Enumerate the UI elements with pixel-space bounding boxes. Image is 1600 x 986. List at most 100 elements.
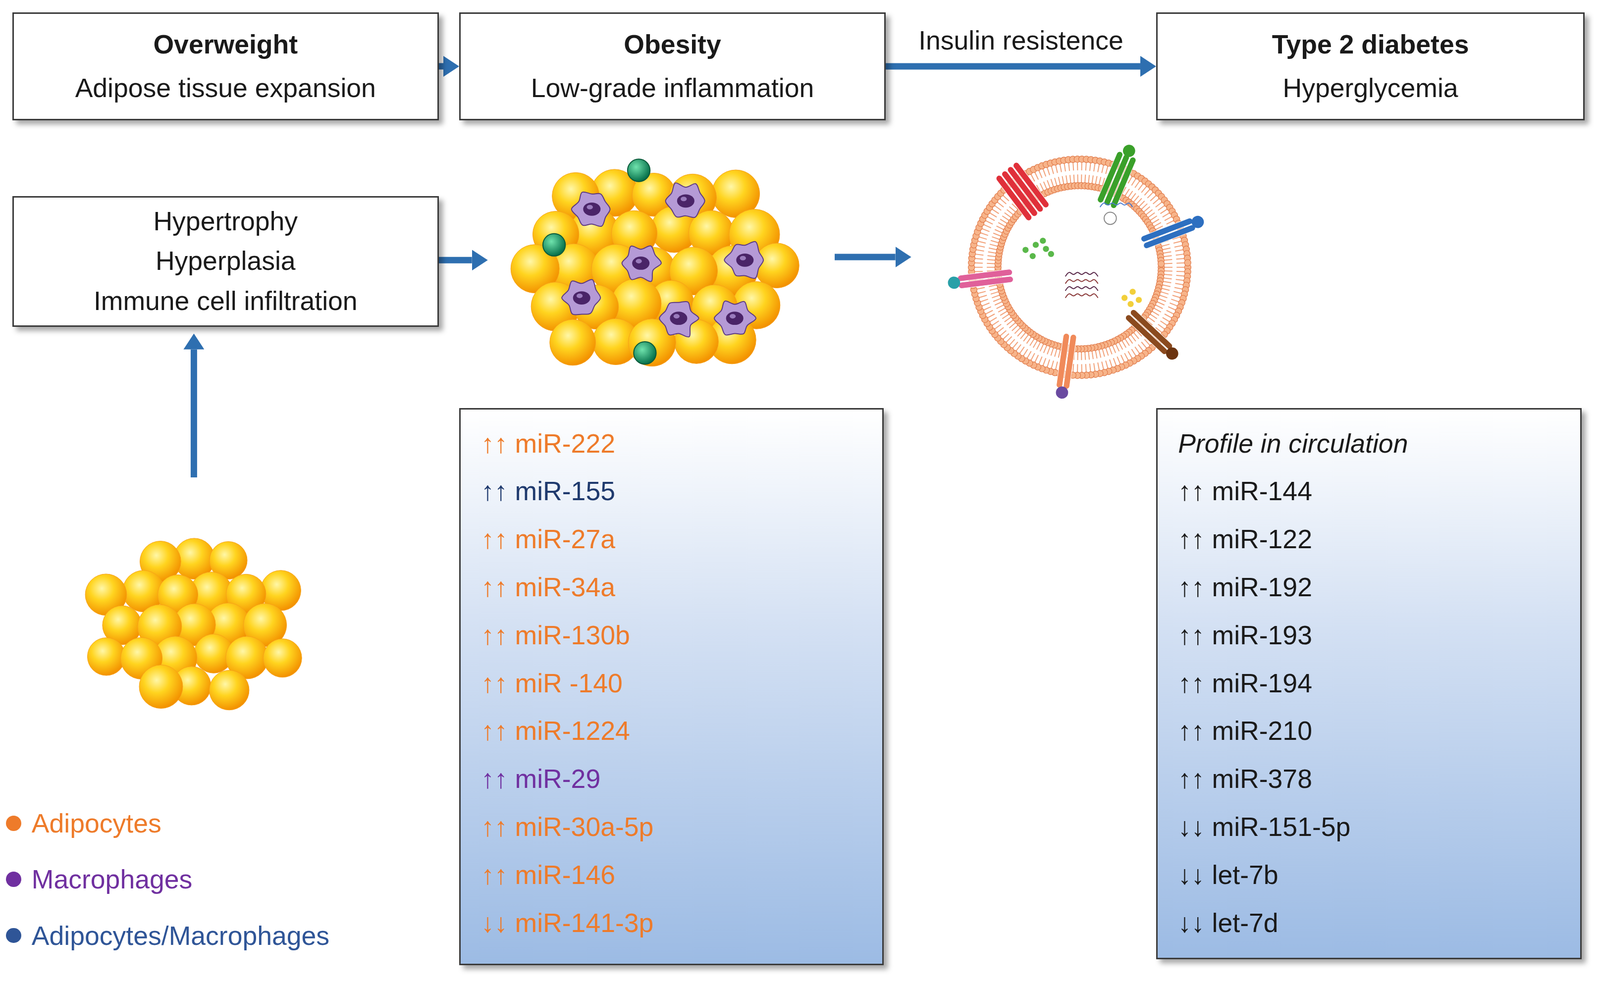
lipid-tail <box>1175 258 1184 260</box>
lipid-tail <box>991 236 1000 240</box>
lipid-tail <box>974 258 983 260</box>
lipid-tail <box>1134 346 1140 354</box>
lipid-tail <box>1127 191 1133 199</box>
lipid-tail <box>1081 162 1083 171</box>
macrophage-body <box>724 241 764 279</box>
mirna-item: ↑↑ miR-34a <box>480 563 872 612</box>
lipid-tail <box>996 305 1005 309</box>
lipid-tail <box>1051 165 1054 174</box>
lipid-tail <box>1069 174 1071 183</box>
lipid-tail <box>976 245 985 248</box>
macrophage <box>665 182 705 218</box>
mirna-item: ↓↓ let-7b <box>1177 851 1570 900</box>
cargo-dot <box>1022 247 1029 254</box>
lipid-tail <box>1023 349 1028 357</box>
process-box: HypertrophyHyperplasiaImmune cell infilt… <box>12 196 439 327</box>
lipid-tail <box>1089 363 1091 372</box>
lipid-tail <box>1162 317 1170 322</box>
lipid-tail <box>987 216 995 221</box>
mirna-item: ↑↑ miR-222 <box>480 420 872 469</box>
lipid-tail <box>1131 178 1136 186</box>
macrophage <box>561 279 601 315</box>
macrophage <box>714 301 756 336</box>
lipid-tail <box>1173 241 1182 244</box>
lipid-tail <box>1023 334 1029 342</box>
lipid-tail <box>1085 364 1087 373</box>
adipose-cluster <box>85 538 302 711</box>
lipid-tail <box>1026 351 1031 359</box>
lipid-tail <box>985 310 993 315</box>
lipid-tail <box>1117 356 1120 365</box>
lipid-tail <box>1047 167 1050 176</box>
macrophage-nucleus-highlight <box>740 256 747 261</box>
lipid-tail <box>988 251 997 254</box>
lipid-tail <box>1047 359 1050 368</box>
lipid-tail <box>1124 338 1130 346</box>
mirna-item: ↑↑ miR-193 <box>1177 611 1570 660</box>
lipid-tail <box>994 301 1003 306</box>
cargo-dot <box>1135 296 1142 303</box>
lipid-tail <box>1166 310 1174 315</box>
process-box: ObesityLow-grade inflammation <box>459 12 886 121</box>
lipid-tail <box>1097 362 1100 371</box>
protein-helix <box>1124 313 1170 356</box>
lipid-tail <box>1077 352 1079 361</box>
cargo-vesicle <box>1104 212 1117 225</box>
lipid-tail <box>1007 209 1014 215</box>
protein-helix <box>957 268 1013 282</box>
lipid-tail <box>1002 314 1010 319</box>
lipid-tail <box>1130 193 1136 200</box>
lipid-tail <box>1036 342 1041 350</box>
protein-helix <box>1109 156 1137 210</box>
lipid-tail <box>1138 201 1145 208</box>
lipid-tail <box>1150 215 1158 221</box>
mirna-item: ↑↑ miR-144 <box>1177 467 1570 516</box>
macrophage-nucleus <box>677 194 695 208</box>
legend-dot <box>5 815 22 832</box>
lipid-tail <box>1038 170 1042 178</box>
lipid-tail <box>1152 311 1160 316</box>
lipid-tail <box>1133 195 1139 203</box>
macrophage <box>724 241 764 279</box>
lipid-tail <box>1020 332 1026 339</box>
lipid-tail <box>1009 322 1016 328</box>
macrophage-body <box>561 279 601 315</box>
lipid-tail <box>1002 215 1010 221</box>
lipid-tail <box>1164 259 1173 261</box>
lipid-tail <box>1119 342 1123 350</box>
lipid-tail <box>1019 346 1024 354</box>
lipid-tail <box>1077 174 1079 183</box>
lipid-tail <box>1160 291 1169 295</box>
lipid-tail <box>1175 279 1184 281</box>
macrophage-nucleus-highlight <box>673 314 680 319</box>
lipid-tail <box>1034 355 1039 363</box>
lipid-tail <box>1138 344 1144 352</box>
lipid-tail <box>1047 346 1051 355</box>
lipid-tail <box>1169 303 1177 307</box>
lipid-tail <box>987 314 995 319</box>
lipid-tail <box>1043 181 1047 190</box>
lipid-tail <box>976 287 985 289</box>
legend-text: Adipocytes/Macrophages <box>31 920 330 952</box>
lipid-tail <box>977 291 986 294</box>
lipid-tail <box>1121 340 1126 348</box>
lipid-tail <box>1014 327 1021 334</box>
lipid-tail <box>1144 189 1150 196</box>
lipid-head <box>1158 260 1165 267</box>
lipid-tail <box>1062 176 1064 185</box>
lipid-tail <box>1143 206 1150 213</box>
legend-dot <box>5 871 22 888</box>
lipid-tail <box>1000 198 1007 205</box>
legend-text: Adipocytes <box>31 808 162 839</box>
lipid-tail <box>1168 306 1176 311</box>
lipid-tail <box>1076 364 1078 373</box>
lipid-tail <box>1155 305 1164 309</box>
mirna-item: ↑↑ miR-122 <box>1177 515 1570 564</box>
lipid-tail <box>1153 198 1160 205</box>
lipid-tail <box>981 303 990 307</box>
lipid-tail <box>1158 298 1166 302</box>
fat-cell <box>549 319 596 366</box>
flow-arrow <box>885 62 1141 70</box>
lipid-tail <box>1124 353 1129 361</box>
lipid-tail <box>1073 174 1075 183</box>
